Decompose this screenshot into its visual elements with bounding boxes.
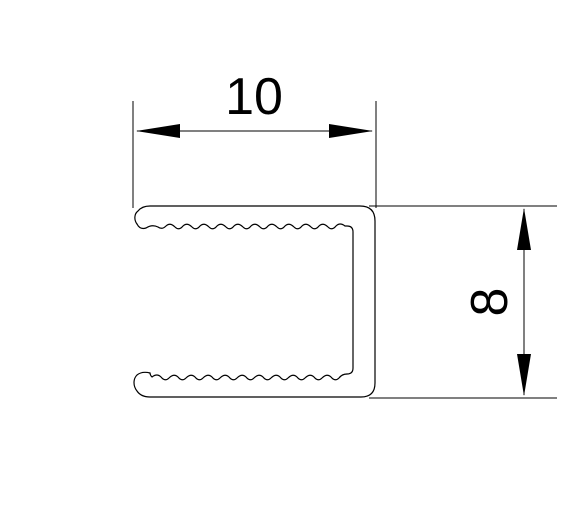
profile-outer-edge xyxy=(133,205,376,398)
height-arrow-bottom xyxy=(517,354,531,396)
height-dimension: 8 xyxy=(369,205,557,399)
height-arrow-top xyxy=(517,208,531,250)
profile-inner-bottom-edge xyxy=(149,372,348,381)
width-arrow-left xyxy=(136,124,180,138)
height-dimension-label: 8 xyxy=(461,288,519,317)
profile-inner-top-edge xyxy=(136,223,354,375)
width-arrow-right xyxy=(329,124,373,138)
width-dimension: 10 xyxy=(132,68,377,208)
u-channel-profile xyxy=(133,205,376,398)
width-dimension-label: 10 xyxy=(225,68,283,126)
